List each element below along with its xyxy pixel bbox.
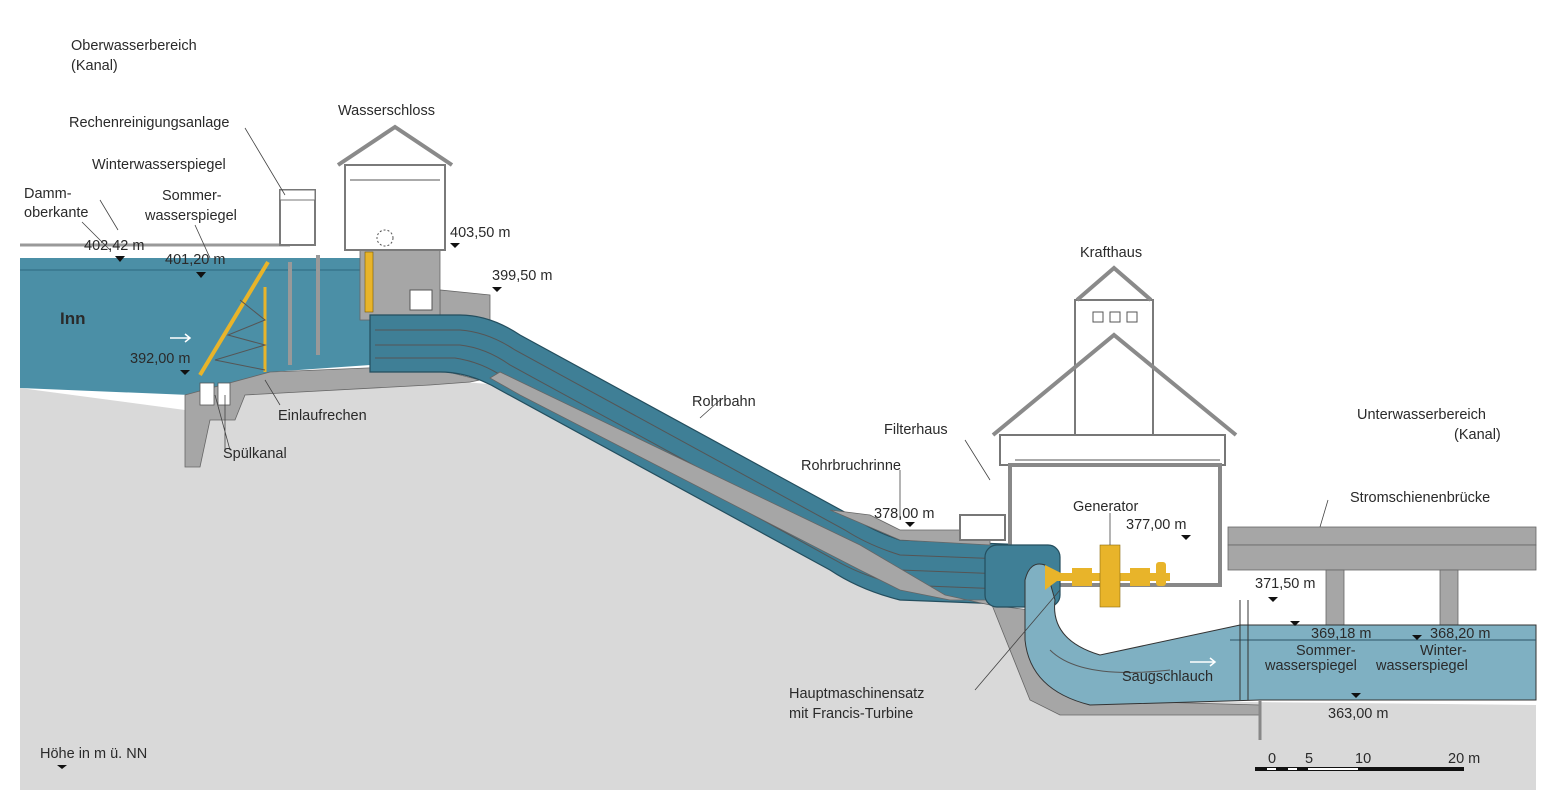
- label-rohrbruchrinne: Rohrbruchrinne: [801, 458, 901, 474]
- upper-area-label-sub: (Kanal): [71, 58, 118, 74]
- elev-wasserschloss: 403,50 m: [450, 225, 510, 241]
- scale-0: 0: [1268, 751, 1276, 767]
- label-rechenreinigungsanlage: Rechenreinigungsanlage: [69, 115, 229, 131]
- scale-bar: 0 5 10 20 m: [1255, 751, 1480, 771]
- label-hauptmaschinensatz: Hauptmaschinensatz: [789, 686, 924, 702]
- elev-unter: 371,50 m: [1255, 576, 1315, 592]
- elev-sohle-up: 392,00 m: [130, 351, 190, 367]
- ground: [20, 380, 1536, 790]
- elev-sommer-up: 401,20 m: [165, 252, 225, 268]
- scale-10: 10: [1355, 751, 1371, 767]
- label-sommer: Sommer-: [162, 188, 222, 204]
- label-inn: Inn: [60, 309, 86, 328]
- intake-rake: [198, 260, 270, 377]
- label-sommer-down: Sommer-: [1296, 643, 1356, 659]
- upper-area-label: Oberwasserbereich: [71, 38, 197, 54]
- label-wasserspiegel: wasserspiegel: [144, 208, 237, 224]
- legend-hoehe: Höhe in m ü. NN: [40, 746, 147, 762]
- level-marker-icons: [57, 243, 1422, 769]
- label-winter-down: Winter-: [1420, 643, 1467, 659]
- busbar-bridge: [1227, 526, 1537, 546]
- elev-winter-down: 368,20 m: [1430, 626, 1490, 642]
- lower-area-label-sub: (Kanal): [1454, 427, 1501, 443]
- elev-rohrbruch: 378,00 m: [874, 506, 934, 522]
- label-rohrbahn: Rohrbahn: [692, 394, 756, 410]
- surge-tank-building: [336, 124, 454, 311]
- draft-tube-water: [1024, 563, 1537, 706]
- label-saugschlauch: Saugschlauch: [1122, 669, 1213, 685]
- main-machine-set: [1045, 544, 1170, 608]
- label-einlaufrechen: Einlaufrechen: [278, 408, 367, 424]
- label-spuelkanal: Spülkanal: [223, 446, 287, 462]
- label-winter-down-2: wasserspiegel: [1375, 658, 1468, 674]
- label-damm: Damm-: [24, 186, 72, 202]
- label-sommer-down-2: wasserspiegel: [1264, 658, 1357, 674]
- label-oberkante: oberkante: [24, 205, 89, 221]
- gate: [364, 251, 374, 313]
- scale-20: 20 m: [1448, 751, 1480, 767]
- label-stromschienenbruecke: Stromschienenbrücke: [1350, 490, 1490, 506]
- label-winterwasserspiegel: Winterwasserspiegel: [92, 157, 226, 173]
- powerhouse: [959, 265, 1238, 587]
- penstock: [369, 314, 1031, 606]
- label-generator: Generator: [1073, 499, 1138, 515]
- upstream-water: [20, 258, 370, 395]
- label-francis-turbine: mit Francis-Turbine: [789, 706, 913, 722]
- elev-sommer-down: 369,18 m: [1311, 626, 1371, 642]
- flow-arrow-icon: [1190, 657, 1217, 667]
- elev-krafthaus: 377,00 m: [1126, 517, 1186, 533]
- elev-rohr: 399,50 m: [492, 268, 552, 284]
- scale-5: 5: [1305, 751, 1313, 767]
- label-filterhaus: Filterhaus: [884, 422, 948, 438]
- label-krafthaus: Krafthaus: [1080, 245, 1142, 261]
- label-wasserschloss: Wasserschloss: [338, 103, 435, 119]
- elev-sohle-down: 363,00 m: [1328, 706, 1388, 722]
- lower-area-label: Unterwasserbereich: [1357, 407, 1486, 423]
- flow-arrow-icon: [170, 333, 192, 343]
- elev-damm: 402,42 m: [84, 238, 144, 254]
